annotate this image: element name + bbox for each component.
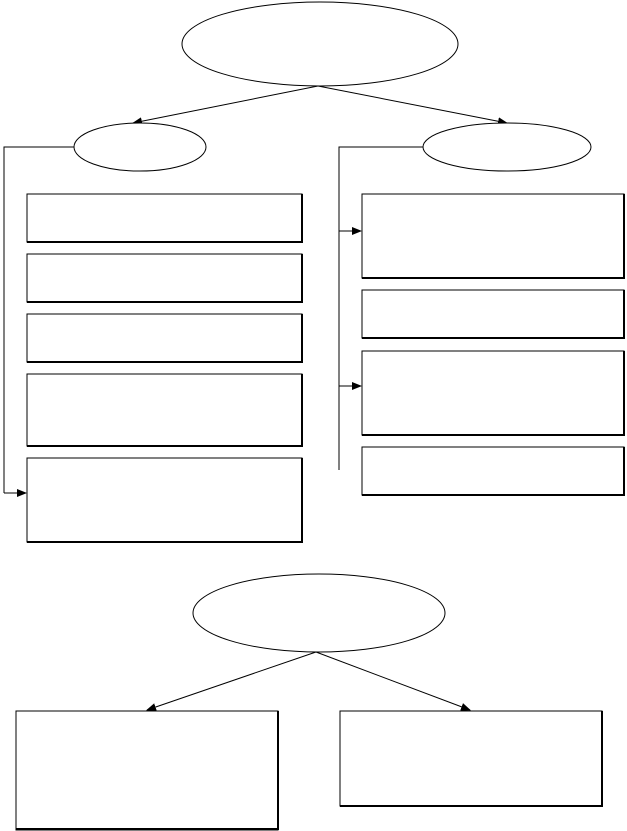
left-branch-box-1 [26,193,303,243]
top-root-to-right-arrow [317,85,508,126]
bottom-root-to-right-arrow [315,651,471,711]
left-branch-connector [3,146,74,493]
bottom-left-box [15,710,279,831]
top-root-node [181,1,459,87]
top-tree [3,1,625,543]
right-branch-connector [338,146,423,470]
left-branch-box-2 [26,253,303,303]
bottom-tree [15,573,603,831]
top-root-to-left-arrow [132,85,319,126]
left-branch-box-3 [26,313,303,363]
bottom-root-to-left-arrow [146,651,317,711]
bottom-root-node [192,573,446,653]
bottom-right-box [339,710,603,807]
left-branch-box-5 [26,457,303,543]
right-branch-box-2 [361,289,625,339]
right-branch-box-1 [361,193,625,279]
right-branch-node [422,122,592,172]
right-branch-box-3 [361,350,625,436]
left-branch-box-4 [26,373,303,447]
right-branch-box-4 [361,446,625,496]
left-branch-node [73,122,207,172]
